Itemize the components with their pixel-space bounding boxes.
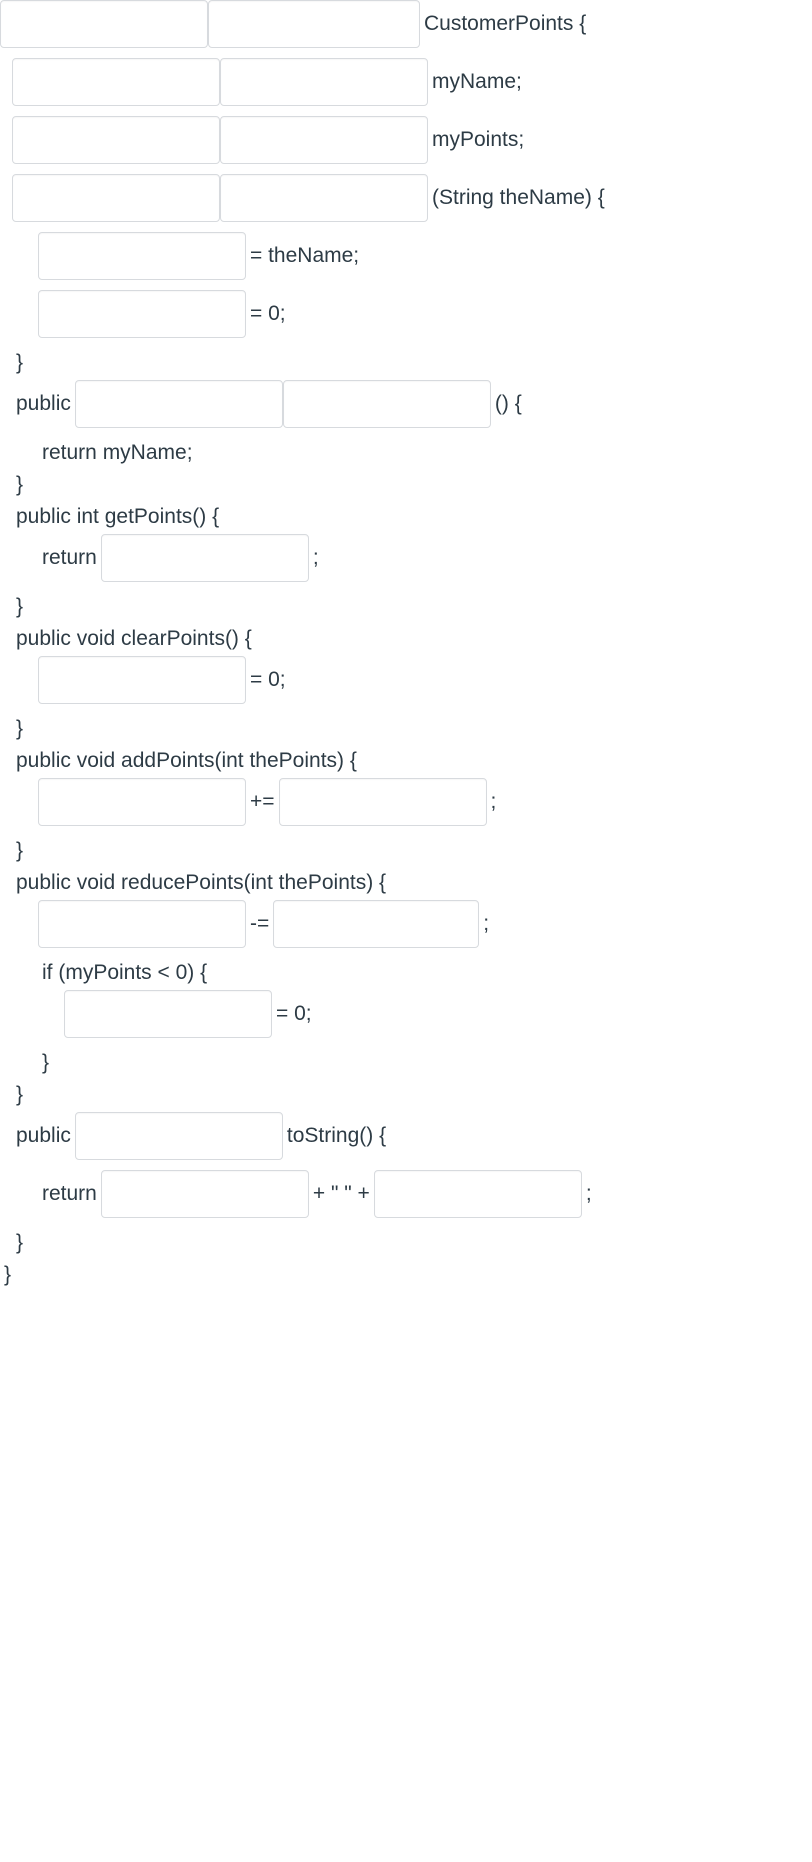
close-brace-text: } [16, 1230, 24, 1254]
if-body-target-blank[interactable] [64, 990, 272, 1038]
line-class-decl: CustomerPoints { [0, 0, 812, 48]
assign-zero-text: = 0; [276, 1001, 312, 1025]
getpoints-signature-text: public int getPoints() { [16, 504, 220, 528]
field-myname-text: myName; [432, 69, 522, 93]
line-addpoints-decl: public void addPoints(int thePoints) { [0, 746, 812, 776]
field-mypoints-text: myPoints; [432, 127, 525, 151]
constructor-name-blank[interactable] [220, 174, 428, 222]
line-return-concat: return + " " +; [0, 1170, 812, 1218]
line-close-clearpoints: } [0, 714, 812, 744]
semicolon-text: ; [585, 1181, 592, 1205]
return-myname-text: return myName; [42, 440, 193, 464]
constructor-modifier-blank[interactable] [12, 174, 220, 222]
semicolon-text: ; [312, 545, 319, 569]
class-name-text: CustomerPoints { [424, 11, 587, 35]
assign-zero-text: = 0; [250, 667, 286, 691]
getname-returntype-blank[interactable] [74, 380, 283, 428]
line-return-points: return; [0, 534, 812, 582]
line-getpoints-decl: public int getPoints() { [0, 502, 812, 532]
line-close-addpoints: } [0, 836, 812, 866]
line-clearpoints-decl: public void clearPoints() { [0, 624, 812, 654]
addpoints-target-blank[interactable] [38, 778, 246, 826]
line-constructor-decl: (String theName) { [0, 174, 812, 222]
close-brace-text: } [16, 838, 24, 862]
field-myname-type-blank[interactable] [220, 58, 428, 106]
line-close-tostring: } [0, 1228, 812, 1258]
semicolon-text: ; [483, 911, 490, 935]
line-getname-decl: public () { [0, 380, 812, 428]
getname-methodname-blank[interactable] [282, 380, 491, 428]
return-points-blank[interactable] [100, 534, 309, 582]
return-keyword-text: return [42, 545, 97, 569]
field-myname-modifier-blank[interactable] [12, 58, 220, 106]
close-brace-text: } [16, 350, 24, 374]
line-field-mypoints: myPoints; [0, 116, 812, 164]
if-condition-text: if (myPoints < 0) { [42, 960, 208, 984]
assign-myname-target-blank[interactable] [38, 232, 246, 280]
line-close-getname: } [0, 470, 812, 500]
close-brace-text: } [16, 1082, 24, 1106]
line-reduce-compound: -=; [0, 900, 812, 948]
close-brace-text: } [16, 472, 24, 496]
reducepoints-signature-text: public void reducePoints(int thePoints) … [16, 870, 387, 894]
close-brace-text: } [16, 594, 24, 618]
tostring-right-operand-blank[interactable] [373, 1170, 582, 1218]
line-reducepoints-decl: public void reducePoints(int thePoints) … [0, 868, 812, 898]
line-field-myname: myName; [0, 58, 812, 106]
line-close-ctor: } [0, 348, 812, 378]
getname-public-text: public [16, 391, 71, 415]
line-assign-zero-ctor: = 0; [0, 290, 812, 338]
line-return-myname: return myName; [0, 438, 812, 468]
close-brace-text: } [4, 1262, 12, 1286]
constructor-params-text: (String theName) { [432, 185, 605, 209]
plus-equals-operator-text: += [250, 789, 275, 813]
tostring-left-operand-blank[interactable] [100, 1170, 309, 1218]
class-modifier-blank[interactable] [0, 0, 208, 48]
clearpoints-target-blank[interactable] [38, 656, 246, 704]
field-mypoints-type-blank[interactable] [220, 116, 428, 164]
line-close-reducepoints: } [0, 1080, 812, 1110]
line-if-assign-zero: = 0; [0, 990, 812, 1038]
tostring-name-text: toString() { [286, 1123, 387, 1147]
minus-equals-operator-text: -= [250, 911, 270, 935]
java-fill-in-the-blank-exercise: CustomerPoints { myName; myPoints; (String … [0, 0, 812, 1290]
assign-zero-ctor-text: = 0; [250, 301, 286, 325]
line-tostring-decl: public toString() { [0, 1112, 812, 1160]
addpoints-signature-text: public void addPoints(int thePoints) { [16, 748, 357, 772]
getname-parens-text: () { [494, 391, 522, 415]
close-brace-text: } [16, 716, 24, 740]
assign-thename-text: = theName; [250, 243, 360, 267]
line-assign-thename: = theName; [0, 232, 812, 280]
semicolon-text: ; [490, 789, 497, 813]
tostring-returntype-blank[interactable] [74, 1112, 283, 1160]
addpoints-operand-blank[interactable] [278, 778, 487, 826]
line-add-compound: +=; [0, 778, 812, 826]
assign-mypoints-ctor-blank[interactable] [38, 290, 246, 338]
concat-operator-text: + " " + [312, 1181, 370, 1205]
field-mypoints-modifier-blank[interactable] [12, 116, 220, 164]
line-close-if: } [0, 1048, 812, 1078]
return-keyword-text: return [42, 1181, 97, 1205]
line-if-negative: if (myPoints < 0) { [0, 958, 812, 988]
line-close-getpoints: } [0, 592, 812, 622]
line-clear-assign-zero: = 0; [0, 656, 812, 704]
line-close-class: } [0, 1260, 812, 1290]
class-keyword-blank[interactable] [208, 0, 420, 48]
tostring-public-text: public [16, 1123, 71, 1147]
reducepoints-operand-blank[interactable] [273, 900, 480, 948]
reducepoints-target-blank[interactable] [38, 900, 246, 948]
clearpoints-signature-text: public void clearPoints() { [16, 626, 252, 650]
close-brace-text: } [42, 1050, 50, 1074]
